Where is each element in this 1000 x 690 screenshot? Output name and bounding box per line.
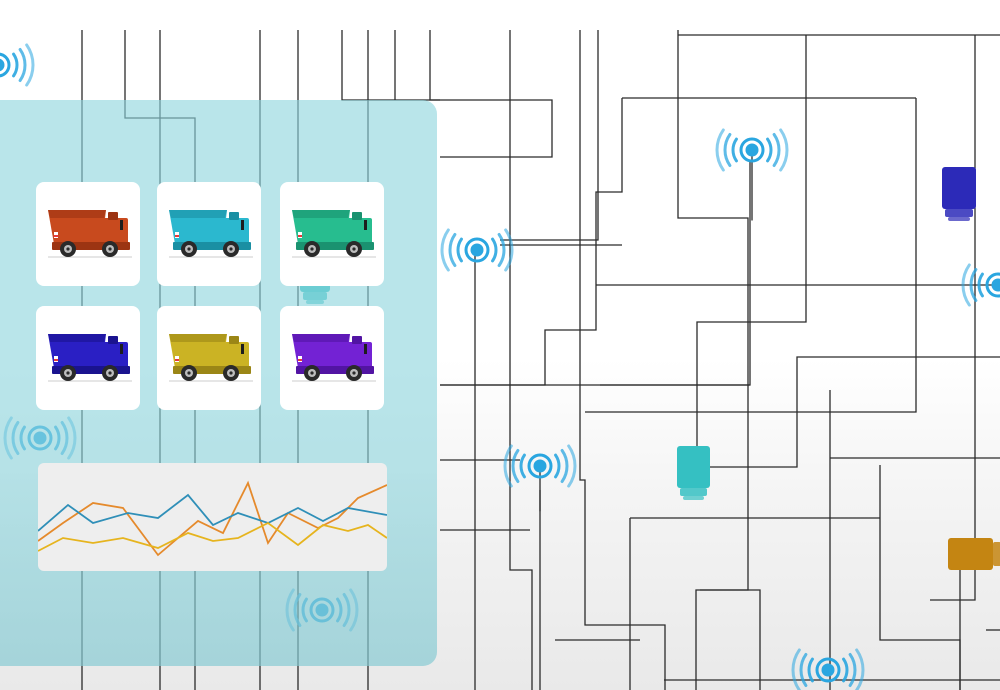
truck-card bbox=[157, 182, 261, 286]
cyan-truck-body bbox=[169, 210, 253, 258]
wire bbox=[579, 30, 666, 690]
wifi-signal-icon bbox=[961, 263, 1000, 307]
blue-truck-body bbox=[48, 334, 132, 382]
wire bbox=[930, 35, 976, 601]
wire bbox=[696, 35, 807, 465]
truck-card bbox=[157, 306, 261, 410]
wifi-signal-icon bbox=[791, 648, 865, 690]
truck-card bbox=[36, 306, 140, 410]
wifi-signal-icon bbox=[503, 444, 577, 512]
wire bbox=[677, 30, 749, 690]
orange-truck-icon bbox=[48, 210, 132, 258]
yellow-truck-icon bbox=[169, 334, 253, 382]
purple-truck-body bbox=[292, 334, 376, 382]
orange-line bbox=[38, 480, 387, 557]
wire bbox=[708, 356, 1000, 468]
orange-truck-body bbox=[48, 210, 132, 258]
wire-group bbox=[81, 30, 1000, 690]
blue-line bbox=[38, 493, 387, 532]
wifi-signal-icon bbox=[440, 228, 514, 272]
wire bbox=[429, 30, 553, 158]
yellow-line bbox=[38, 521, 387, 552]
truck-card bbox=[36, 182, 140, 286]
truck-card bbox=[280, 306, 384, 410]
truck-card bbox=[280, 182, 384, 286]
trend-lines bbox=[38, 480, 387, 557]
wire bbox=[585, 98, 917, 413]
wifi-signal-icon bbox=[715, 128, 789, 221]
purple-truck-icon bbox=[292, 334, 376, 382]
green-truck-icon bbox=[292, 210, 376, 258]
wire bbox=[500, 30, 599, 241]
blue-truck-icon bbox=[48, 334, 132, 382]
green-truck-body bbox=[292, 210, 376, 258]
wire bbox=[700, 589, 761, 690]
wifi-signal-icon bbox=[0, 43, 35, 87]
gold-bin-device-icon bbox=[948, 538, 1000, 570]
teal-bin-device-icon bbox=[677, 446, 710, 500]
yellow-truck-body bbox=[169, 334, 253, 382]
wire bbox=[509, 30, 533, 690]
trend-chart-card bbox=[38, 463, 387, 571]
navy-bin-device-icon bbox=[942, 167, 976, 221]
cyan-truck-icon bbox=[169, 210, 253, 258]
